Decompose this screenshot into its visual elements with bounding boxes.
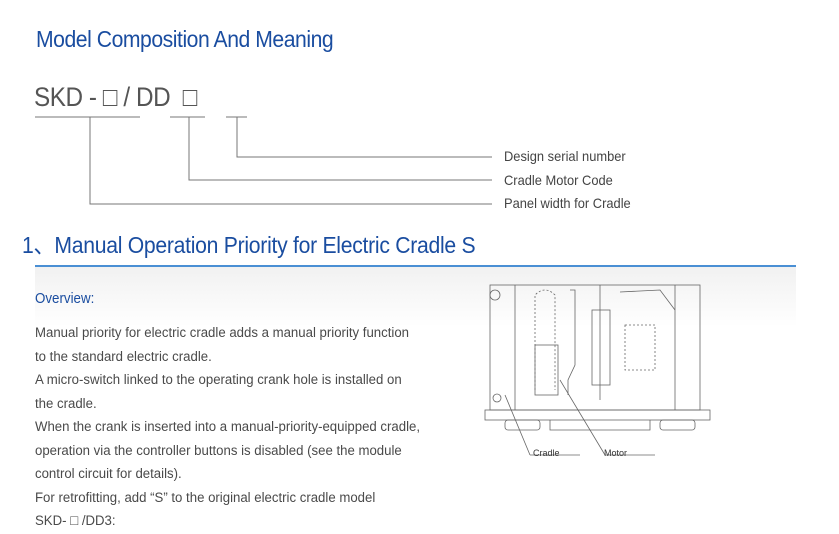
body-line: A micro-switch linked to the operating c… (35, 372, 402, 388)
body-line: the cradle. (35, 395, 97, 412)
overview-panel (35, 267, 796, 327)
body-line: SKD- □ /DD3: (35, 513, 116, 529)
body-line: When the crank is inserted into a manual… (35, 419, 421, 435)
model-code: SKD - □ / DD □ (34, 82, 198, 112)
legend-motor-code: Cradle Motor Code (504, 172, 613, 188)
section-divider (35, 265, 796, 267)
section-title: 1、Manual Operation Priority for Electric… (22, 232, 476, 258)
legend-design-serial: Design serial number (504, 148, 626, 164)
figure-label-cradle: Cradle (533, 448, 560, 458)
body-line: control circuit for details). (35, 466, 182, 482)
overview-label: Overview: (35, 291, 95, 307)
body-line: For retrofitting, add “S” to the origina… (35, 489, 376, 506)
body-line: to the standard electric cradle. (35, 348, 212, 365)
cradle-drawing (484, 284, 711, 456)
figure-label-motor: Motor (604, 448, 628, 458)
body-line: operation via the controller buttons is … (35, 442, 402, 459)
overview-text: Manual priority for electric cradle adds… (35, 322, 444, 534)
legend-panel-width: Panel width for Cradle (504, 195, 631, 211)
page-heading: Model Composition And Meaning (36, 26, 334, 52)
body-line: Manual priority for electric cradle adds… (35, 325, 410, 341)
